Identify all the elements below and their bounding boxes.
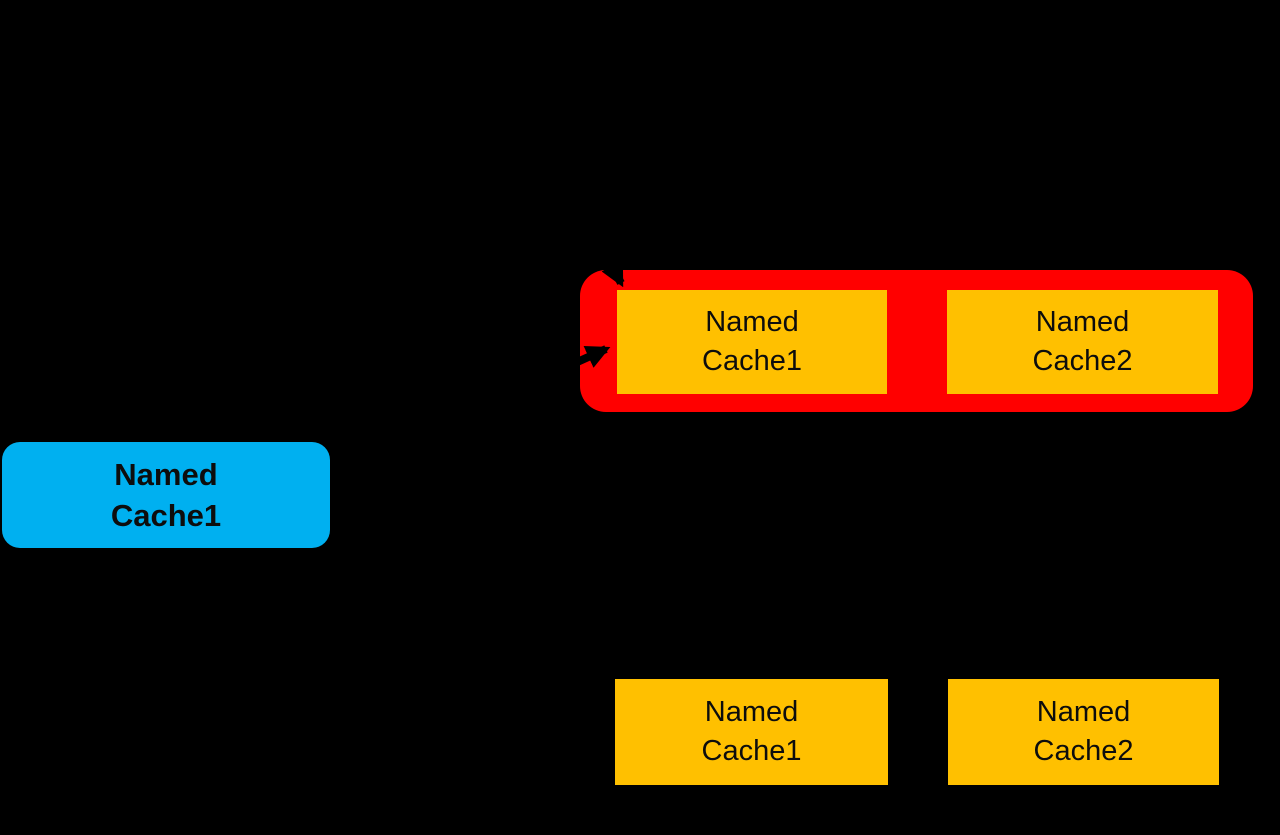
host-cache2-box: Named Cache2 [948,679,1219,785]
primary-named-cache-label: Named Cache1 [110,457,222,533]
host-cache1-label: Named Cache1 [701,696,802,767]
cluster-cache2-label: Named Cache2 [1032,306,1133,377]
primary-named-cache-box: Named Cache1 [2,442,330,548]
cluster-cache1-box: Named Cache1 [617,290,887,394]
host-cache1-box: Named Cache1 [615,679,888,785]
host-cache2-label: Named Cache2 [1033,696,1134,767]
cluster-cache1-label: Named Cache1 [702,306,802,377]
cluster-cache2-box: Named Cache2 [947,290,1218,394]
